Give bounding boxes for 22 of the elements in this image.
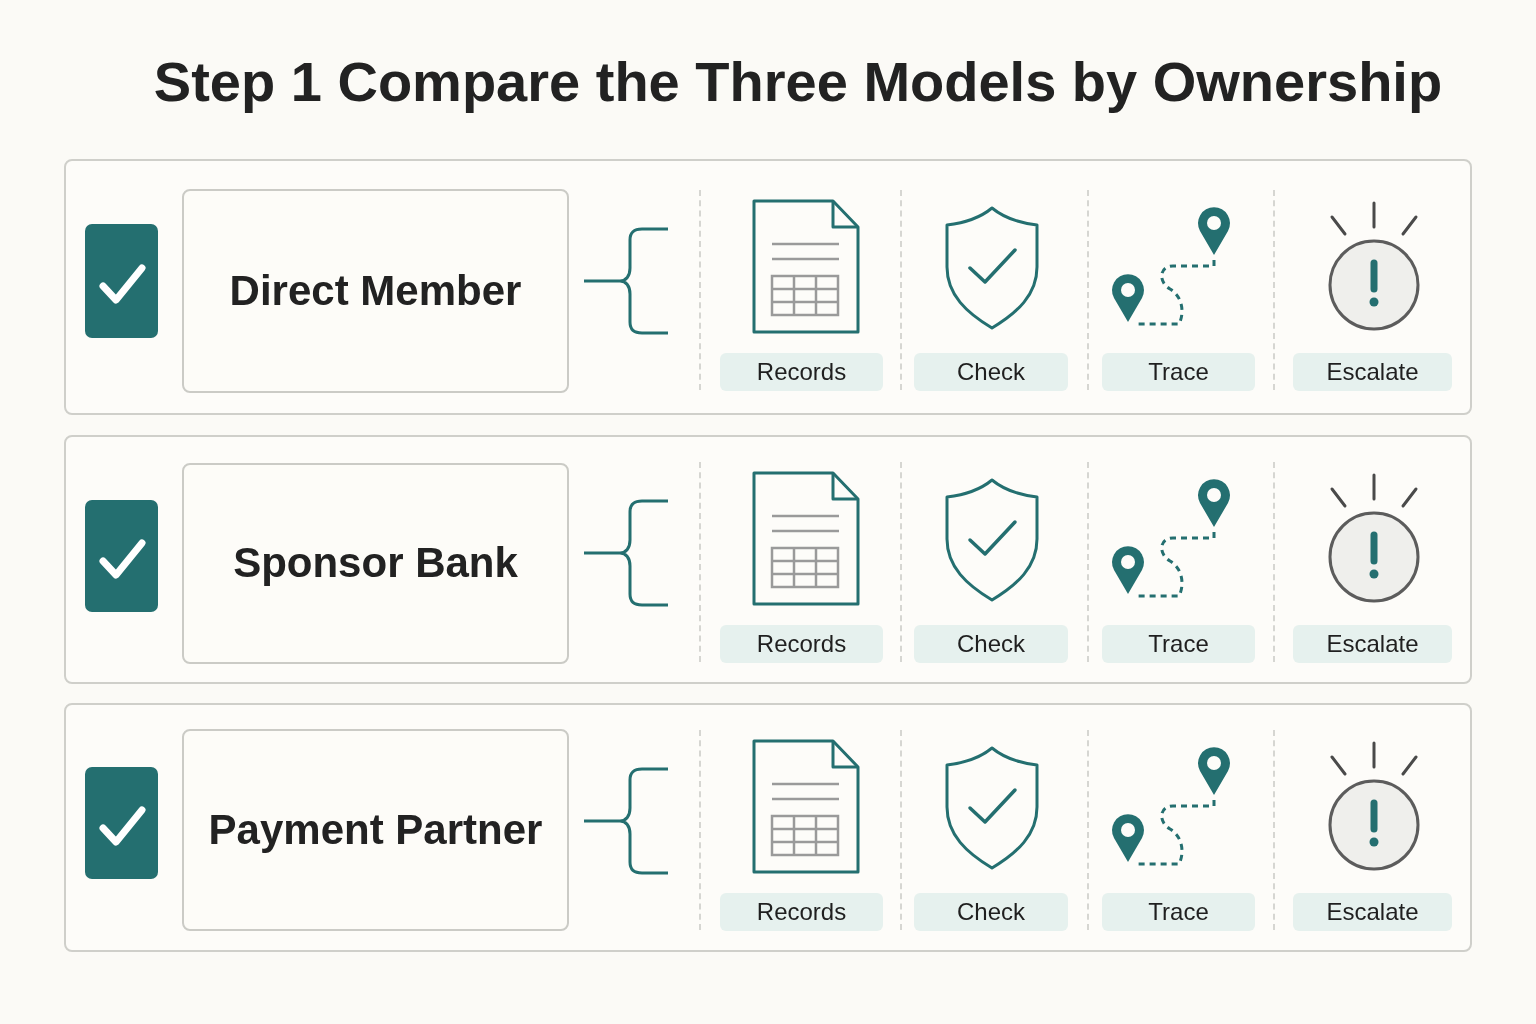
title: Step 1 Compare the Three Models by Ownership xyxy=(153,50,1443,115)
model-card xyxy=(182,729,569,931)
step-label: Records xyxy=(720,893,883,931)
step-label: Check xyxy=(914,893,1068,931)
row-panel xyxy=(64,703,1472,952)
step-label: Check xyxy=(914,625,1068,663)
model-name: Direct Member xyxy=(229,266,522,316)
step-label: Escalate xyxy=(1293,353,1452,391)
row-panel xyxy=(64,435,1472,684)
step-label: Trace xyxy=(1102,625,1255,663)
step-label: Trace xyxy=(1102,353,1255,391)
step-label: Escalate xyxy=(1293,893,1452,931)
model-name: Sponsor Bank xyxy=(233,539,518,588)
model-card xyxy=(182,463,569,664)
model-card xyxy=(182,189,569,393)
step-label: Escalate xyxy=(1293,625,1452,663)
model-name: Payment Partner xyxy=(208,805,543,855)
row-panel xyxy=(64,159,1472,415)
step-label: Check xyxy=(914,353,1068,391)
step-label: Records xyxy=(720,353,883,391)
step-label: Records xyxy=(720,625,883,663)
step-label: Trace xyxy=(1102,893,1255,931)
